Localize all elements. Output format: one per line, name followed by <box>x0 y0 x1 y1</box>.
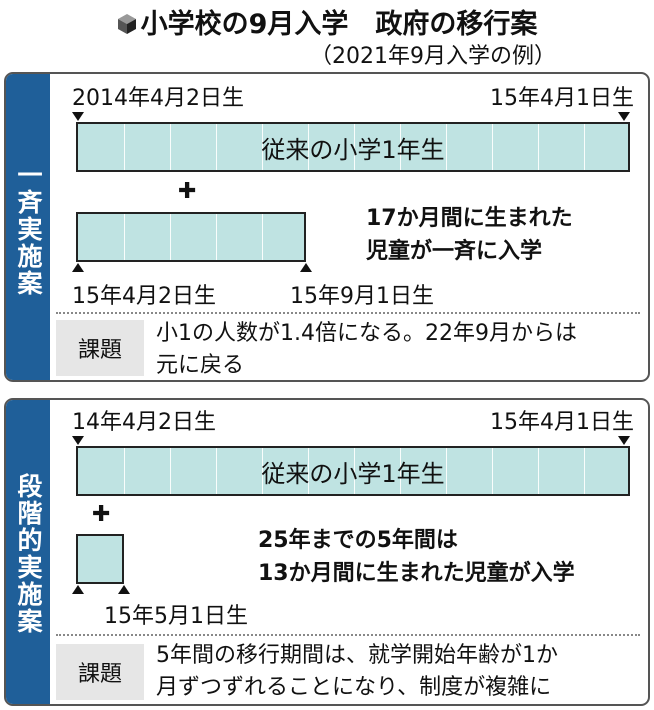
plan1-issue-tag: 課題 <box>56 320 144 376</box>
diagram-title: 小学校の9月入学 政府の移行案 <box>0 2 654 42</box>
plan2-start-marker <box>72 436 84 445</box>
plan1-sidebar: 一斉実施案 <box>6 74 50 380</box>
plan2-divider <box>56 634 640 636</box>
plan2-side-label: 段階的実施案 <box>14 473 43 635</box>
plan1-divider <box>56 312 640 314</box>
plan1-note-line1: 17か月間に生まれた <box>366 206 573 231</box>
plus-icon: ✚ <box>92 502 111 527</box>
plan2-end-marker <box>618 436 630 445</box>
plan1-start-label: 2014年4月2日生 <box>72 86 244 111</box>
plan1-end-marker <box>618 112 630 121</box>
plan2-issue-text: 5年間の移行期間は、就学開始年齢が1か 月ずつずれることになり、制度が複雑に <box>156 640 558 704</box>
plan1-main-bar: 従来の小学1年生 <box>76 122 630 172</box>
plan1-issue-line1: 小1の人数が1.4倍になる。22年9月からは <box>156 321 577 346</box>
plan2-extra-label: 15年5月1日生 <box>104 604 248 629</box>
plan1-side-label: 一斉実施案 <box>14 161 43 297</box>
plan1-extra-start-marker <box>72 263 84 272</box>
plan2-start-label: 14年4月2日生 <box>72 410 216 435</box>
subtitle: （2021年9月入学の例） <box>310 44 556 69</box>
plan2-note: 25年までの5年間は 13か月間に生まれた児童が入学 <box>258 524 575 590</box>
plan2-extra-start-marker <box>72 585 84 594</box>
plan2-end-label: 15年4月1日生 <box>490 410 634 435</box>
plan2-issue-line2: 月ずつずれることになり、制度が複雑に <box>156 675 552 700</box>
plan1-extra-bar <box>76 212 306 262</box>
plan2-extra-end-marker <box>118 585 130 594</box>
plan2-issue-line1: 5年間の移行期間は、就学開始年齢が1か <box>156 643 558 668</box>
plus-icon: ✚ <box>178 179 197 204</box>
plan1-extra-start-label: 15年4月2日生 <box>72 284 216 309</box>
plan2-issue-tag: 課題 <box>56 644 144 700</box>
plan1-panel: 一斉実施案 2014年4月2日生 15年4月1日生 従来の小学1年生 ✚ 15年… <box>4 72 650 382</box>
plan2-note-line1: 25年までの5年間は <box>258 528 458 553</box>
plan1-issue-text: 小1の人数が1.4倍になる。22年9月からは 元に戻る <box>156 318 577 380</box>
plan2-main-bar: 従来の小学1年生 <box>76 446 630 496</box>
plan1-start-marker <box>72 112 84 121</box>
header: 小学校の9月入学 政府の移行案 （2021年9月入学の例） <box>0 0 654 70</box>
plan1-extra-end-marker <box>300 263 312 272</box>
title-text: 小学校の9月入学 政府の移行案 <box>140 9 538 40</box>
cube-icon <box>117 11 137 42</box>
plan1-note: 17か月間に生まれた 児童が一斉に入学 <box>366 202 573 268</box>
plan2-extra-bar <box>76 534 124 584</box>
plan2-panel: 段階的実施案 14年4月2日生 15年4月1日生 従来の小学1年生 ✚ 15年5… <box>4 398 650 706</box>
plan1-extra-end-label: 15年9月1日生 <box>290 284 434 309</box>
plan2-note-line2: 13か月間に生まれた児童が入学 <box>258 561 575 586</box>
plan1-end-label: 15年4月1日生 <box>490 86 634 111</box>
plan2-main-bar-label: 従来の小学1年生 <box>261 459 445 488</box>
plan1-main-bar-label: 従来の小学1年生 <box>261 135 445 164</box>
plan2-sidebar: 段階的実施案 <box>6 400 50 704</box>
plan1-note-line2: 児童が一斉に入学 <box>366 239 543 264</box>
plan1-issue-line2: 元に戻る <box>156 353 245 378</box>
